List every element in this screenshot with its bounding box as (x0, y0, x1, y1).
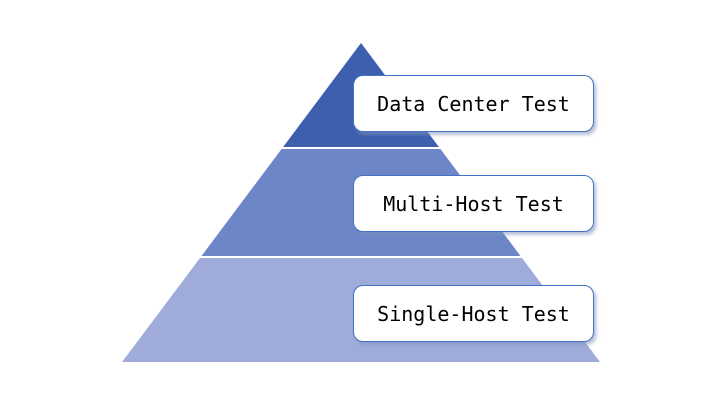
label-text-single-host-test: Single-Host Test (377, 301, 570, 326)
label-box-multi-host-test: Multi-Host Test (353, 175, 594, 232)
label-text-multi-host-test: Multi-Host Test (383, 191, 564, 216)
label-text-data-center-test: Data Center Test (377, 91, 570, 116)
label-box-single-host-test: Single-Host Test (353, 285, 594, 342)
label-box-data-center-test: Data Center Test (353, 75, 594, 132)
